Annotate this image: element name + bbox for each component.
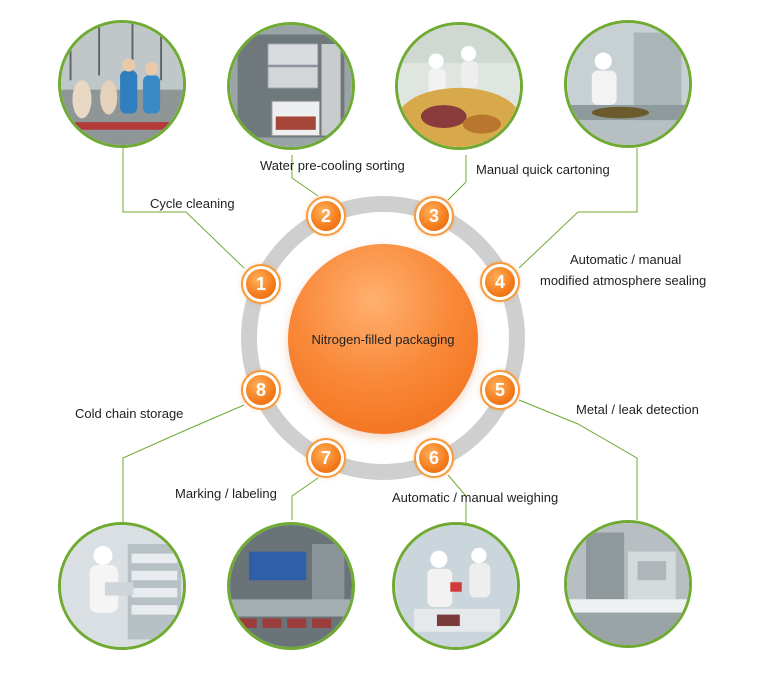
step-number-3: 3 [419,201,449,231]
step-badge-6: 6 [414,438,454,478]
step-number-8: 8 [246,375,276,405]
step-label-6: Automatic / manual weighing [392,490,559,505]
step-number-5: 5 [485,375,515,405]
photo-weighing [392,522,520,650]
step-badge-2: 2 [306,196,346,236]
step-badge-5: 5 [480,370,520,410]
weighing-workers-image [395,525,517,647]
photo-water-pre-cooling [227,22,355,150]
cooling-crates-image [230,25,352,147]
connector-step-1 [122,140,245,269]
step-number-7: 7 [311,443,341,473]
connector-step-3 [447,155,467,201]
step-label-2: Water pre-cooling sorting [260,158,405,173]
step-label-4a: Automatic / manual [570,252,682,267]
connector-step-6 [447,474,467,524]
step-badge-7: 7 [306,438,346,478]
step-label-5: Metal / leak detection [576,402,699,417]
connector-step-5 [518,399,638,520]
connector-step-4 [518,148,638,269]
step-number-6: 6 [419,443,449,473]
step-label-1: Cycle cleaning [150,196,235,211]
step-label-3: Manual quick cartoning [476,162,610,177]
connector-step-2 [291,155,319,197]
detector-machine-image [567,523,689,645]
photo-marking-labeling [227,522,355,650]
photo-atmosphere-sealing [564,20,692,148]
cold-storage-image [61,525,183,647]
center-label: Nitrogen-filled packaging [311,332,455,347]
step-number-2: 2 [311,201,341,231]
center-disk: Nitrogen-filled packaging [288,244,478,434]
photo-cycle-cleaning [58,20,186,148]
step-badge-3: 3 [414,196,454,236]
step-badge-8: 8 [241,370,281,410]
photo-cold-chain [58,522,186,650]
process-ring [241,196,525,480]
step-badge-4: 4 [480,262,520,302]
step-badge-1: 1 [241,264,281,304]
step-number-4: 4 [485,267,515,297]
cartoning-workers-image [398,25,520,147]
photo-metal-detection [564,520,692,648]
poultry-line-image [61,23,183,145]
connector-step-7 [291,477,319,520]
photo-manual-cartoning [395,22,523,150]
step-label-4b: modified atmosphere sealing [540,273,707,288]
step-label-7: Marking / labeling [175,486,277,501]
step-number-1: 1 [246,269,276,299]
connector-step-8 [122,404,245,522]
sealing-machine-image [567,23,689,145]
labeling-line-image [230,525,352,647]
step-label-8: Cold chain storage [75,406,184,421]
